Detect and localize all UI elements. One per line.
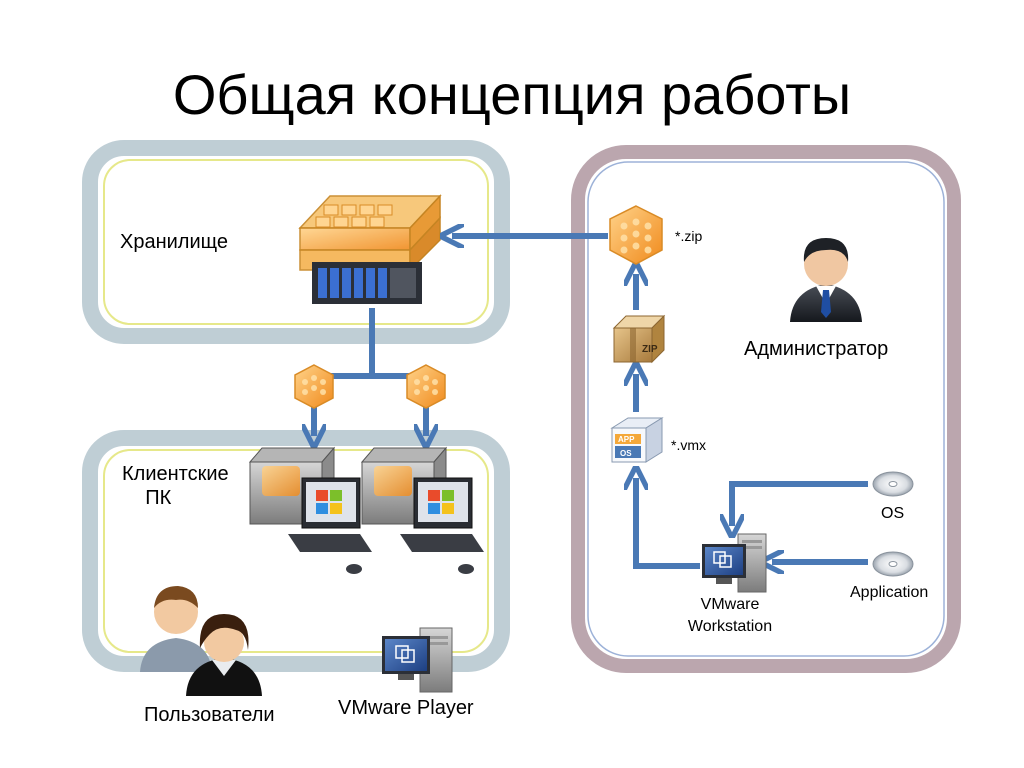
client-pc-icon — [248, 446, 372, 574]
vmware-workstation-icon — [702, 533, 767, 593]
workstation-label-line1: VMware — [700, 596, 760, 613]
client-pc-icon — [360, 446, 484, 574]
application-disc-icon — [872, 551, 914, 577]
vmware-player-icon — [382, 627, 453, 693]
storage-label: Хранилище — [120, 231, 228, 253]
admin-panel — [571, 145, 961, 673]
admin-flow-arrows — [452, 236, 868, 566]
zip-package-icon — [609, 205, 663, 265]
slide-title: Общая концепция работы — [172, 63, 852, 126]
zip-archive-icon: ZIP — [612, 314, 666, 364]
package-icon-left — [294, 364, 334, 409]
vm-badge-os: OS — [620, 449, 632, 458]
distribution-lines — [314, 308, 426, 436]
vmware-player-label: VMware Player — [338, 697, 474, 719]
vm-badge-app: APP — [618, 435, 635, 444]
svg-text:ZIP: ZIP — [642, 344, 658, 355]
storage-server-icon — [298, 194, 442, 304]
vmx-label: *.vmx — [671, 437, 706, 453]
workstation-label: VMware Workstation — [670, 594, 790, 638]
application-label: Application — [850, 584, 929, 601]
os-disc-icon — [872, 471, 914, 497]
users-icon — [140, 586, 262, 696]
package-icon-right — [406, 364, 446, 409]
vmx-file-icon — [610, 417, 664, 463]
administrator-icon — [790, 238, 862, 322]
users-label: Пользователи — [144, 704, 275, 726]
workstation-label-line2: Workstation — [687, 618, 773, 635]
clients-label-line1: Клиентские — [122, 463, 229, 485]
zip-label: *.zip — [675, 228, 703, 244]
clients-label-line2: ПК — [145, 487, 172, 509]
administrator-label: Администратор — [744, 338, 889, 360]
clients-label: Клиентские ПК — [122, 462, 229, 510]
os-label: OS — [881, 505, 905, 522]
